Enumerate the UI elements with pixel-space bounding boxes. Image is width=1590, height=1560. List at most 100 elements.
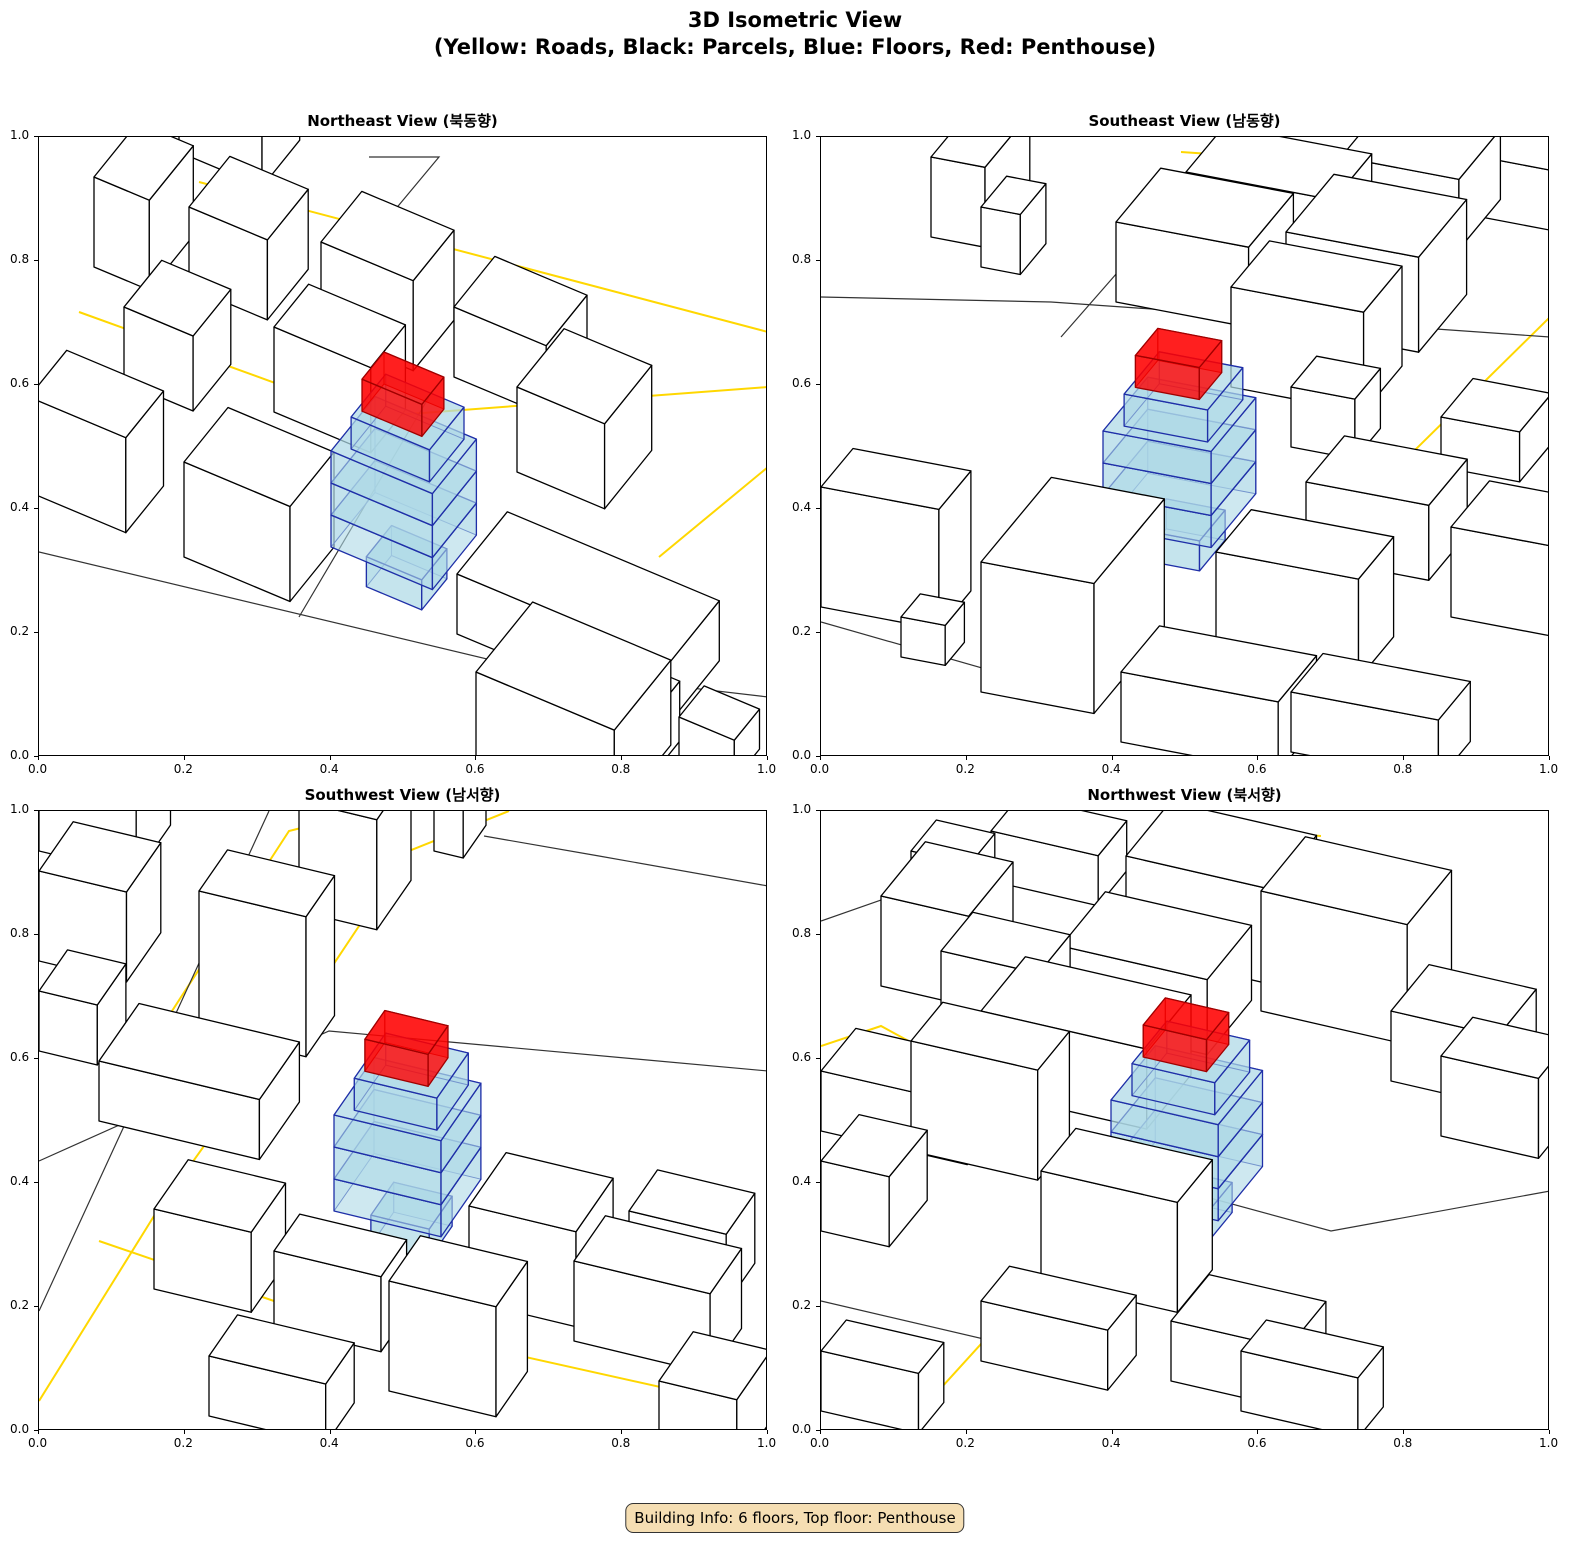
parcel-building-top-face [930,137,1012,168]
x-tick-label: 1.0 [1539,1436,1559,1450]
parcel-building-top-face [39,949,127,1006]
parcel-building-top-face [910,1001,1071,1071]
x-tick-label: 0.2 [173,1436,193,1450]
panel-title-northeast: Northeast View (북동향) [307,112,498,130]
parcel-building-top-face [1060,891,1253,981]
y-tick-mark [816,1306,820,1307]
parcel-building-top-face [198,849,336,918]
y-tick-mark [34,1058,38,1059]
parcel-building-front-face [930,156,986,248]
y-tick-label: 0.4 [10,500,30,514]
parcel-building-top-face [1450,480,1548,547]
x-tick-label: 0.2 [173,762,193,776]
isometric-scene [39,811,766,1429]
parcel-building-top-face [273,1213,408,1278]
figure-title: 3D Isometric View [687,8,903,32]
parcel-building-top-face [678,685,761,741]
parcel-building-top-face [337,811,384,821]
parcel-building-front-face [980,561,1095,715]
y-tick-label: 0.2 [792,1298,812,1312]
parcel-building-top-face [39,821,162,893]
x-tick-label: 0.6 [465,762,485,776]
parcel-building-top-face [821,1113,928,1178]
parcel-building [821,447,972,631]
parcel-building-top-face [453,255,588,347]
parcel-building [910,1001,1071,1181]
y-tick-mark [34,632,38,633]
parcel-building-top-face [1440,377,1548,433]
x-tick-mark [329,1430,331,1434]
y-tick-mark [816,508,820,509]
parcel-building-top-face [39,349,165,439]
southeast-view-axes [820,136,1549,756]
parcel-building [388,1235,529,1418]
y-tick-label: 0.2 [792,624,812,638]
northwest-view-axes [820,810,1549,1430]
parcel-building [678,685,761,755]
x-tick-label: 0.8 [611,762,631,776]
x-tick-mark [1549,1430,1550,1434]
x-tick-label: 1.0 [1539,762,1559,776]
x-tick-label: 0.0 [810,1436,830,1450]
parcel-building-side-face [1518,396,1548,483]
x-tick-mark [475,756,477,760]
x-tick-label: 1.0 [757,762,777,776]
y-tick-mark [816,384,820,385]
parcel-building-top-face [1285,173,1468,258]
y-tick-mark [816,1058,820,1059]
x-tick-mark [965,1430,967,1434]
parcel-building-front-face [433,811,464,859]
parcel-building-top-face [1115,167,1295,248]
penthouse-box [1134,327,1223,401]
parcel-building [1230,240,1403,413]
x-tick-label: 0.8 [1393,1436,1413,1450]
building-info-box: Building Info: 6 floors, Top floor: Pent… [625,1503,965,1533]
parcel-building [980,1265,1137,1391]
penthouse-box [1142,997,1230,1073]
parcel-building-top-face [123,259,232,337]
x-tick-mark [621,756,623,760]
y-tick-mark [816,136,820,137]
y-tick-label: 1.0 [792,802,812,816]
x-tick-mark [1403,756,1405,760]
y-tick-mark [34,756,38,757]
parcel-building-top-face [388,1235,529,1308]
parcel-building [573,1215,743,1375]
x-tick-label: 0.8 [1393,762,1413,776]
parcel-building [658,1331,766,1429]
y-tick-mark [816,1182,820,1183]
x-tick-mark [621,1430,623,1434]
parcel-building-top-face [821,447,972,511]
parcel-building-top-face [1340,137,1495,181]
x-tick-mark [767,756,768,760]
x-tick-label: 0.2 [955,1436,975,1450]
parcel-building [1040,1127,1213,1314]
penthouse-box [364,1009,449,1088]
parcel-building [990,811,1128,907]
x-tick-mark [38,756,39,760]
y-tick-label: 0.0 [792,748,812,762]
y-tick-mark [816,1430,820,1431]
parcel-building-top-face [1290,652,1471,721]
parcel-line [483,835,766,887]
y-tick-label: 0.4 [792,1174,812,1188]
parcel-building-top-face [573,1215,743,1295]
y-tick-label: 0.6 [10,376,30,390]
x-tick-mark [1257,756,1259,760]
y-tick-mark [34,260,38,261]
y-tick-label: 0.0 [10,1422,30,1436]
penthouse-box-top-face [1134,327,1223,369]
parcel-building [39,949,127,1066]
y-tick-mark [34,136,38,137]
penthouse-box [361,351,445,438]
panel-title-southeast: Southeast View (남동향) [1088,112,1281,130]
road-line [658,467,766,558]
parcel-building-top-face [208,1314,355,1385]
parcel-building [516,328,653,510]
y-tick-label: 0.2 [10,624,30,638]
parcel-building-top-face [940,911,1071,975]
parcel-building [1440,1016,1548,1160]
penthouse-box-top-face [361,351,445,406]
x-tick-mark [183,756,185,760]
y-tick-mark [34,1430,38,1431]
